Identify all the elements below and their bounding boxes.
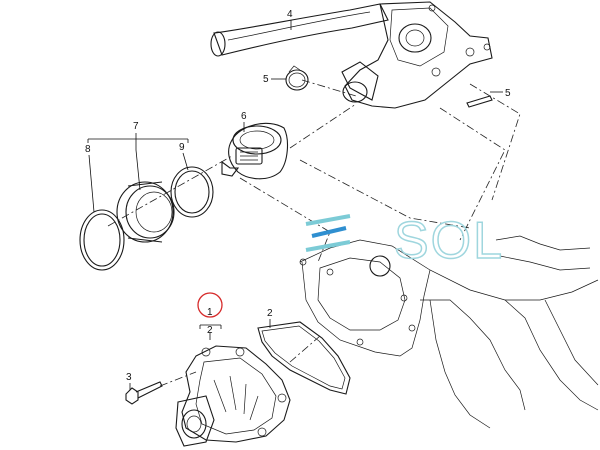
callout-6: 6 (241, 111, 247, 122)
callout-8: 8 (85, 144, 91, 155)
thermostat (221, 122, 289, 180)
callouts: 4 5 5 6 7 8 9 1 2 2 3 (85, 9, 511, 390)
callout-1-highlight (197, 292, 223, 318)
watermark: SOL (305, 211, 504, 271)
callout-4: 4 (287, 9, 293, 20)
seal-ring-9 (170, 166, 214, 218)
callout-5-left: 5 (263, 74, 269, 85)
callout-5-right: 5 (505, 88, 511, 99)
spacer-ring-7 (116, 181, 175, 243)
locating-pin (466, 95, 493, 108)
pump-bolt (125, 381, 163, 405)
callout-3: 3 (126, 372, 132, 383)
callout-7: 7 (133, 121, 139, 132)
water-pump (175, 345, 291, 447)
seal-ring-8 (79, 209, 125, 271)
callout-1: 1 (207, 307, 213, 318)
callout-1-sub-2: 2 (207, 325, 213, 336)
assembly-lines (107, 79, 521, 387)
callout-9: 9 (179, 142, 185, 153)
hose-clip (285, 65, 309, 91)
watermark-text: SOL (394, 212, 504, 270)
callout-2: 2 (267, 308, 273, 319)
thermostat-housing (210, 1, 493, 109)
pump-gasket (257, 321, 351, 395)
watermark-logo-icon (305, 214, 351, 252)
